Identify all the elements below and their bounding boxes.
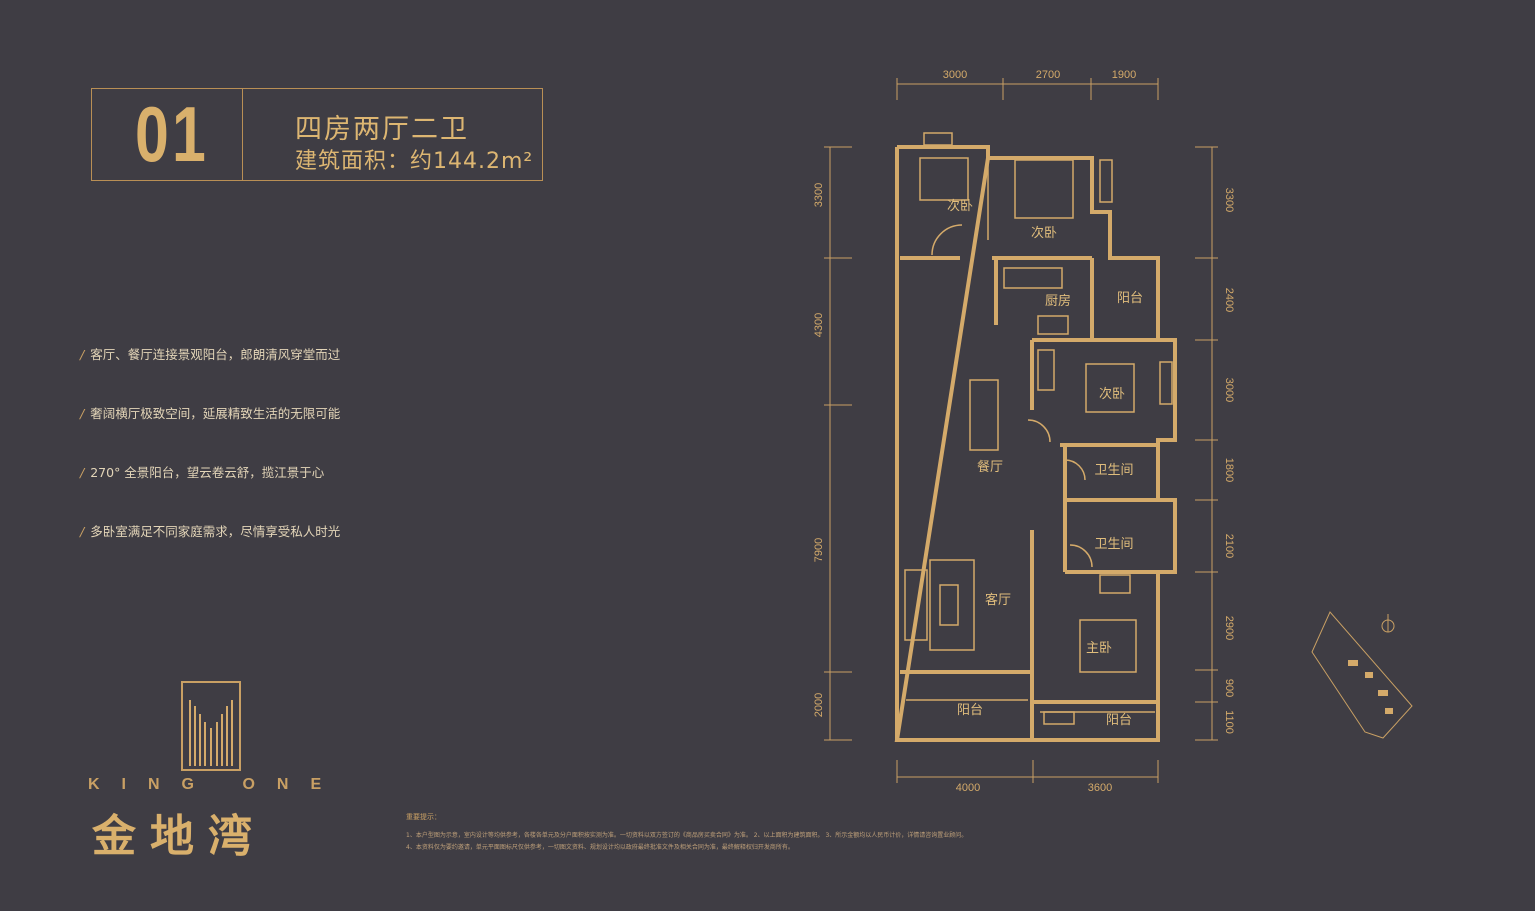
feature-item: /270° 全景阳台，望云卷云舒，揽江景于心 — [80, 465, 325, 480]
feature-item: /奢阔横厅极致空间，延展精致生活的无限可能 — [80, 406, 341, 421]
layout-title: 四房两厅二卫 — [295, 114, 469, 145]
dim-right-1: 2400 — [1223, 288, 1235, 312]
area-label: 建筑面积：约144.2m² — [295, 149, 534, 174]
room-bath-1: 卫生间 — [1094, 463, 1133, 478]
dim-bottom-0: 4000 — [956, 782, 980, 794]
dim-right-5: 2900 — [1223, 616, 1235, 640]
room-bedroom-c: 次卧 — [1099, 386, 1125, 402]
room-balcony-master: 阳台 — [1106, 713, 1132, 728]
room-master: 主卧 — [1086, 641, 1112, 656]
room-bedroom-a: 次卧 — [947, 198, 973, 214]
room-bedroom-b: 次卧 — [1031, 225, 1057, 241]
dim-right-4: 2100 — [1223, 534, 1235, 558]
dim-top-1: 2700 — [1036, 69, 1060, 81]
dim-left-0: 3300 — [813, 183, 825, 207]
dim-right-2: 3000 — [1223, 378, 1235, 402]
dim-left-3: 2000 — [813, 693, 825, 717]
frame-divider — [242, 89, 243, 180]
dim-right-6: 900 — [1223, 679, 1235, 697]
dim-top-0: 3000 — [943, 69, 967, 81]
feature-item: /客厅、餐厅连接景观阳台，郎朗清风穿堂而过 — [80, 347, 341, 362]
feature-item: /多卧室满足不同家庭需求，尽情享受私人时光 — [80, 524, 341, 539]
room-dining: 餐厅 — [977, 459, 1003, 475]
notes-line: 4、本资料仅为要约邀请，单元平面图标尺仅供参考，一切图文资料、规划设计均以政府最… — [406, 844, 794, 851]
notes-line: 1、本户型图为示意，室内设计等均供参考，各楼各单元及分户面积按实测为准。一切资料… — [406, 832, 968, 839]
logo-english: KING ONE — [88, 776, 344, 793]
dim-left-1: 4300 — [813, 313, 825, 337]
logo-chinese: 金地湾 — [92, 811, 266, 862]
room-kitchen: 厨房 — [1045, 293, 1071, 309]
dim-top-2: 1900 — [1112, 69, 1136, 81]
title-frame: 01 四房两厅二卫 建筑面积：约144.2m² — [91, 88, 543, 181]
dim-right-0: 3300 — [1223, 188, 1235, 212]
notes-title: 重要提示： — [406, 813, 441, 821]
dim-bottom-1: 3600 — [1088, 782, 1112, 794]
dim-right-7: 1100 — [1223, 710, 1235, 734]
room-balcony-living: 阳台 — [957, 703, 983, 718]
room-balcony-kitchen: 阳台 — [1117, 291, 1143, 306]
dim-right-3: 1800 — [1223, 458, 1235, 482]
unit-number: 01 — [135, 90, 209, 178]
dim-left-2: 7900 — [813, 538, 825, 562]
room-bath-2: 卫生间 — [1094, 537, 1133, 552]
brand-logo-icon — [181, 681, 241, 771]
room-living: 客厅 — [985, 592, 1011, 608]
